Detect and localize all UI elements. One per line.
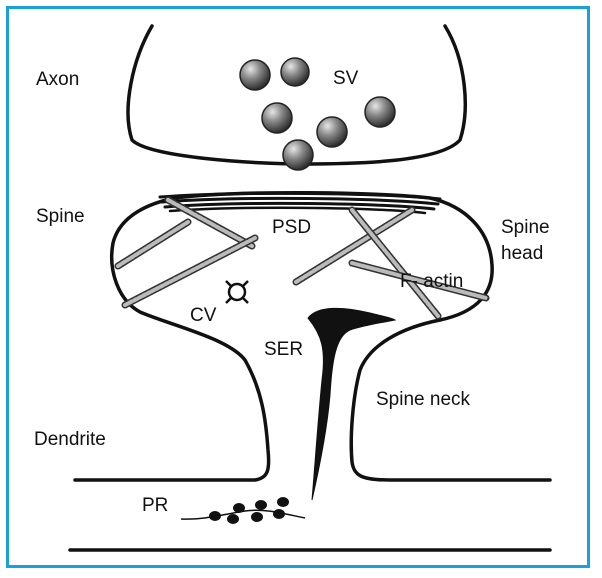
polyribosome (181, 497, 305, 524)
spine-label: Spine (36, 207, 85, 226)
spine-head-label-line2: head (501, 244, 543, 263)
coated-vesicle-icon (226, 281, 248, 303)
spine-outline (75, 193, 550, 480)
dendrite-label: Dendrite (34, 430, 106, 449)
synaptic-vesicles (240, 58, 395, 170)
spine-neck-label: Spine neck (376, 390, 470, 409)
pr-label: PR (142, 496, 168, 515)
spine-head-label-line1: Spine (501, 218, 550, 237)
ser-label: SER (264, 340, 303, 359)
psd-label: PSD (272, 218, 311, 237)
axon-label: Axon (36, 70, 79, 89)
sv-label: SV (333, 69, 358, 88)
f-actin-label: F- actin (400, 272, 463, 291)
cv-label: CV (190, 306, 216, 325)
